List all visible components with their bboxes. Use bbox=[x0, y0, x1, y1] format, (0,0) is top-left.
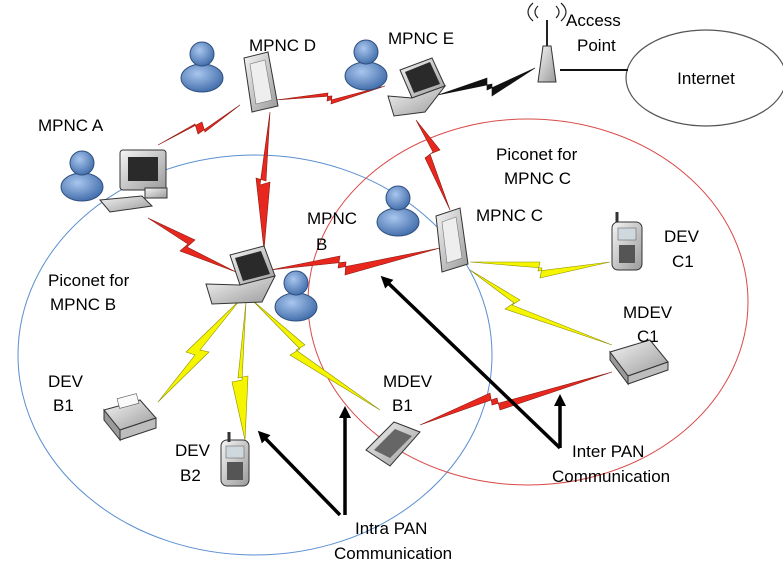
link-mpnc-a-mpnc-d bbox=[157, 104, 241, 146]
scanner-icon-c1 bbox=[609, 339, 669, 386]
link-mpnc-b-dev-b1 bbox=[157, 299, 241, 403]
user-icon-b bbox=[274, 270, 318, 322]
phone-icon-c1 bbox=[611, 212, 643, 271]
dev-b1-label-line2: B1 bbox=[53, 396, 74, 415]
dev-c1-label-line2: C1 bbox=[672, 252, 694, 271]
piconet-c-label-line1: Piconet for bbox=[496, 145, 578, 164]
user-icon-a bbox=[60, 150, 104, 202]
inter-pan-label-line1: Inter PAN bbox=[572, 442, 644, 461]
piconet-c-label-line2: MPNC C bbox=[504, 169, 571, 188]
access-point-device bbox=[527, 2, 567, 83]
dev-b2-label-line2: B2 bbox=[180, 466, 201, 485]
inter-pan-label-line2: Communication bbox=[552, 467, 670, 486]
inter-pan-arrow-1 bbox=[380, 275, 562, 450]
mpnc-b-label-line1: MPNC bbox=[307, 209, 357, 228]
link-mpnc-c-dev-c1 bbox=[469, 261, 611, 279]
mdev-c1-label-line2: C1 bbox=[637, 327, 659, 346]
mdev-c1-label-line1: MDEV bbox=[623, 303, 673, 322]
printer-icon-b1 bbox=[103, 393, 157, 442]
access-point-label-line1: Access bbox=[566, 11, 621, 30]
flip-phone-icon-b1 bbox=[365, 421, 421, 467]
phone-icon-b2 bbox=[220, 432, 250, 487]
red-links bbox=[147, 85, 613, 426]
dev-b2-label-line1: DEV bbox=[175, 441, 211, 460]
desktop-computer-icon bbox=[99, 149, 168, 213]
user-icon-d bbox=[180, 41, 224, 93]
access-point-label-line2: Point bbox=[577, 36, 616, 55]
link-mpnc-d-mpnc-e bbox=[275, 85, 386, 105]
intra-pan-label-line2: Communication bbox=[334, 544, 452, 563]
mpnc-e-label: MPNC E bbox=[388, 29, 454, 48]
wifi-signal-icon bbox=[527, 2, 567, 22]
link-mpnc-b-mdev-b1 bbox=[251, 299, 381, 411]
mdev-b1-label-line2: B1 bbox=[392, 396, 413, 415]
link-mpnc-a-mpnc-b bbox=[147, 217, 237, 273]
link-mdev-b1-mdev-c1 bbox=[419, 371, 613, 426]
piconet-b-label-line1: Piconet for bbox=[48, 271, 130, 290]
internet-label: Internet bbox=[677, 69, 735, 88]
mpnc-d-label: MPNC D bbox=[249, 36, 316, 55]
arrows bbox=[257, 275, 566, 517]
intra-pan-arrow-1 bbox=[257, 430, 342, 517]
user-icon-e bbox=[344, 39, 388, 91]
internet-cloud bbox=[625, 29, 783, 127]
mpnc-b-label-line2: B bbox=[316, 235, 327, 254]
link-mpnc-e-access-point bbox=[437, 67, 536, 97]
link-mpnc-b-dev-b2 bbox=[231, 301, 249, 441]
link-mpnc-d-mpnc-b bbox=[255, 111, 271, 251]
mpnc-c-label: MPNC C bbox=[476, 206, 543, 225]
piconet-b-circle bbox=[17, 154, 493, 556]
user-icon-c bbox=[376, 185, 420, 237]
dev-b1-label-line1: DEV bbox=[48, 372, 84, 391]
mdev-b1-label-line1: MDEV bbox=[383, 372, 433, 391]
yellow-links bbox=[157, 261, 613, 441]
intra-pan-label-line1: Intra PAN bbox=[355, 519, 427, 538]
mpnc-a-label: MPNC A bbox=[38, 116, 104, 135]
laptop-icon-e bbox=[387, 57, 447, 117]
link-mpnc-e-mpnc-c bbox=[415, 119, 451, 211]
labels: Access Point Internet MPNC A MPNC D MPNC… bbox=[38, 11, 735, 563]
link-mpnc-c-mdev-c1 bbox=[469, 269, 613, 346]
laptop-icon-b bbox=[205, 245, 276, 305]
piconet-b-label-line2: MPNC B bbox=[50, 295, 116, 314]
tablet-icon-c bbox=[435, 207, 469, 273]
tablet-icon-d bbox=[243, 51, 279, 113]
dev-c1-label-line1: DEV bbox=[664, 227, 700, 246]
